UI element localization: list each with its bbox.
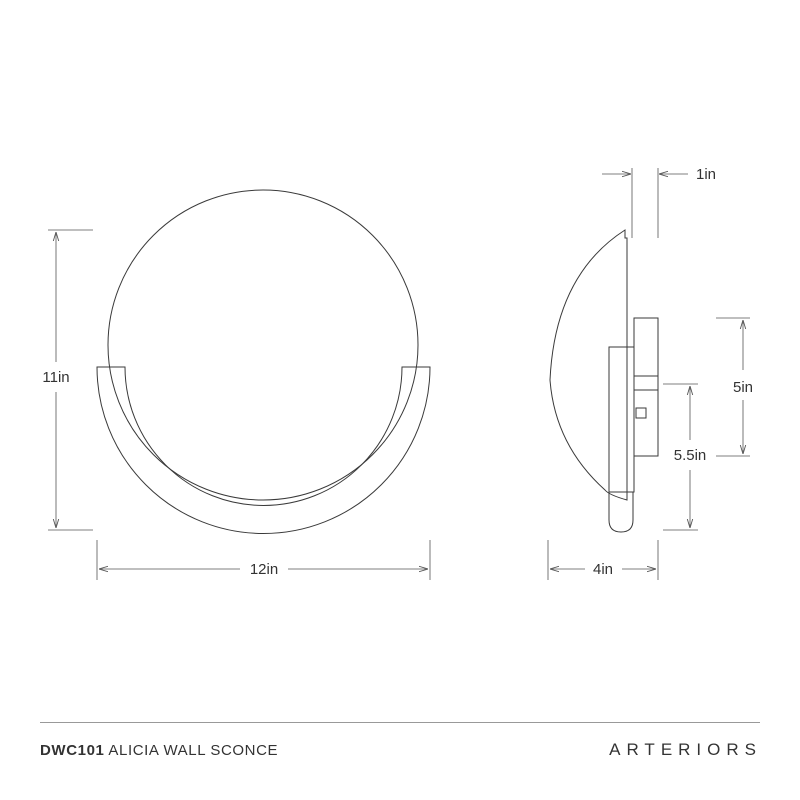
dimension-mount: 5.5in [663,383,707,531]
side-view [549,229,659,533]
front-view [96,189,431,534]
side-screw [635,407,647,419]
side-arm [608,346,635,493]
dimension-backplate: 5in [716,317,753,457]
side-arm-foot [608,492,634,533]
dimension-backplate-label: 5in [733,379,753,396]
side-backplate [633,317,659,457]
front-half-ring [96,366,431,534]
side-shade [549,229,628,501]
dimension-height-label: 11in [42,369,69,386]
dimension-depth: 4in [547,540,659,580]
dimension-thickness: 1in [602,166,716,238]
side-bracket-upper [633,375,659,391]
dimension-mount-label: 5.5in [674,447,707,464]
dimension-width-label: 12in [250,561,278,578]
product-name: ALICIA WALL SCONCE [108,742,279,759]
dimension-depth-label: 4in [593,561,613,578]
dimension-thickness-label: 1in [696,166,716,183]
dimension-width: 12in [96,540,431,580]
front-disc [107,189,419,501]
dimension-height: 11in [42,229,93,531]
product-title: DWC101 ALICIA WALL SCONCE [40,742,278,759]
footer-divider [40,722,760,723]
brand-logo: ARTERIORS [609,740,762,759]
product-code: DWC101 [40,742,105,759]
